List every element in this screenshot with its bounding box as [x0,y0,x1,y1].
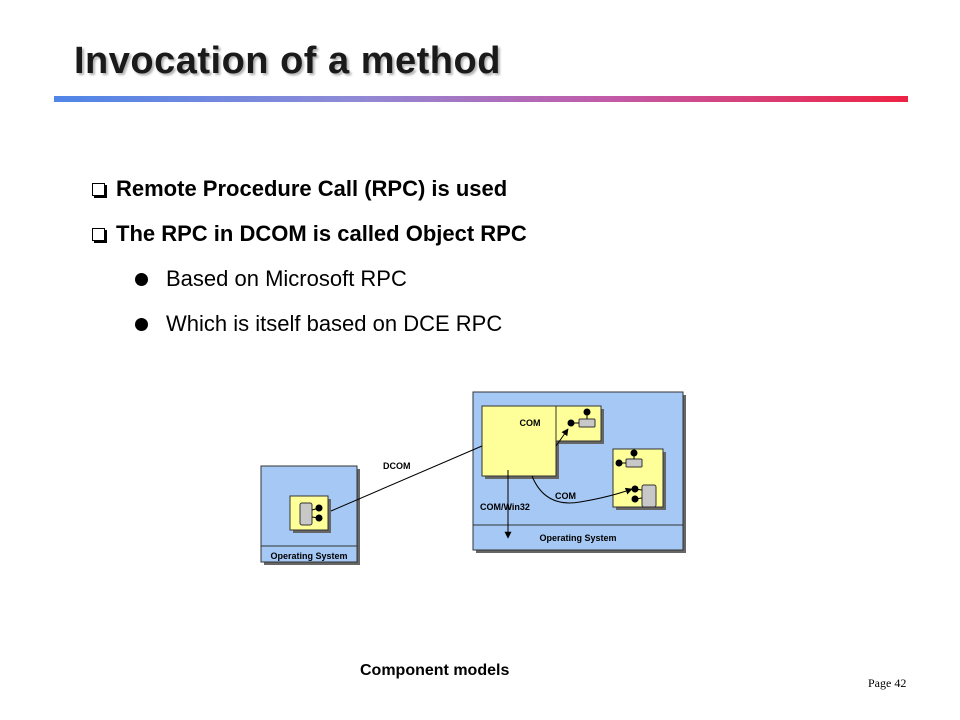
checkbox-bullet-icon [92,183,105,196]
dot-bullet-icon [135,273,148,286]
com-box-label: COM [520,418,541,428]
com-win32-label: COM/Win32 [480,502,530,512]
slide-footer: Component models [360,662,510,679]
com-arrow-label: COM [555,491,576,501]
right-os-label: Operating System [539,533,616,543]
dcom-label: DCOM [383,461,411,471]
com-runtime-box [481,405,557,477]
dot-bullet-icon [135,318,148,331]
checkbox-bullet-icon [92,228,105,241]
proxy-object-icon [567,408,596,428]
bullet-text: Based on Microsoft RPC [166,266,407,291]
page-number: Page 42 [868,676,907,690]
sub-bullet-item: Which is itself based on DCE RPC [92,307,527,352]
bullet-text: Remote Procedure Call (RPC) is used [116,176,508,201]
left-os-label: Operating System [270,551,347,561]
bullet-text: Which is itself based on DCE RPC [166,311,503,336]
dcom-connection-line [330,445,483,512]
bullet-list: Remote Procedure Call (RPC) is used The … [92,172,527,352]
right-machine: Operating System COM [472,391,686,553]
bullet-item: The RPC in DCOM is called Object RPC [92,217,527,262]
title-underline-bar [54,96,908,102]
local-object-icon-small [615,449,643,468]
dcom-diagram: Operating System Operating System COM [260,391,686,565]
bullet-item: Remote Procedure Call (RPC) is used [92,172,527,217]
slide-title: Invocation of a method [74,40,501,82]
com-local-arrow [531,475,633,504]
component-object-icon [299,502,323,526]
com-to-proxy-arrow [555,428,569,447]
local-object-icon-large [631,484,657,508]
sub-bullet-item: Based on Microsoft RPC [92,262,527,307]
left-machine: Operating System [260,465,360,565]
bullet-text: The RPC in DCOM is called Object RPC [116,221,527,246]
